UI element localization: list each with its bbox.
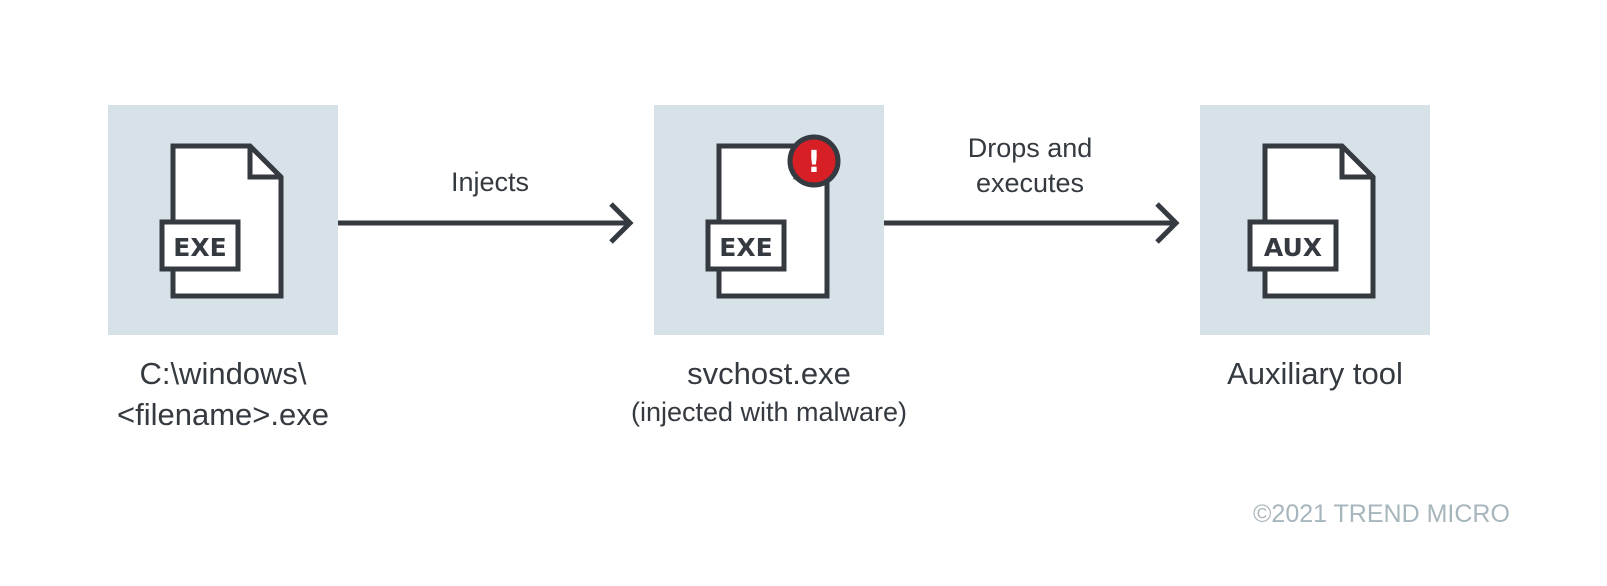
drops-executes-arrow (884, 202, 1180, 244)
node-svchost-badge: EXE (719, 233, 772, 262)
node-svchost-label-line2: (injected with malware) (630, 397, 908, 427)
node-aux-label: Auxiliary tool (1195, 353, 1435, 394)
node-dropper-tile: EXE (108, 105, 338, 335)
alert-icon: ! (787, 134, 841, 188)
node-dropper-badge: EXE (173, 233, 226, 262)
copyright-notice: ©2021 TREND MICRO (1253, 500, 1510, 528)
node-svchost-label-line1: svchost.exe (687, 356, 851, 391)
edge-injects-label: Injects (410, 165, 570, 200)
node-svchost-tile: EXE ! (654, 105, 884, 335)
exe-file-icon: EXE (159, 143, 284, 299)
exe-file-icon: EXE ! (705, 134, 841, 299)
node-dropper-label: C:\windows\ <filename>.exe (103, 353, 343, 435)
alert-symbol: ! (807, 145, 821, 180)
node-svchost-label: svchost.exe (injected with malware) (604, 353, 934, 430)
node-aux-badge: AUX (1264, 233, 1322, 262)
aux-file-icon: AUX (1247, 143, 1376, 299)
node-aux-label-line1: Auxiliary tool (1227, 356, 1403, 391)
edge-injects-text: Injects (450, 167, 530, 197)
node-aux-tile: AUX (1200, 105, 1430, 335)
node-dropper-label-line2: <filename>.exe (117, 397, 329, 432)
node-dropper-label-line1: C:\windows\ (139, 356, 307, 391)
edge-drops-text-line2: executes (975, 168, 1085, 198)
injects-arrow (338, 202, 634, 244)
edge-drops-label: Drops and executes (930, 131, 1130, 201)
edge-drops-text-line1: Drops and (967, 133, 1093, 163)
